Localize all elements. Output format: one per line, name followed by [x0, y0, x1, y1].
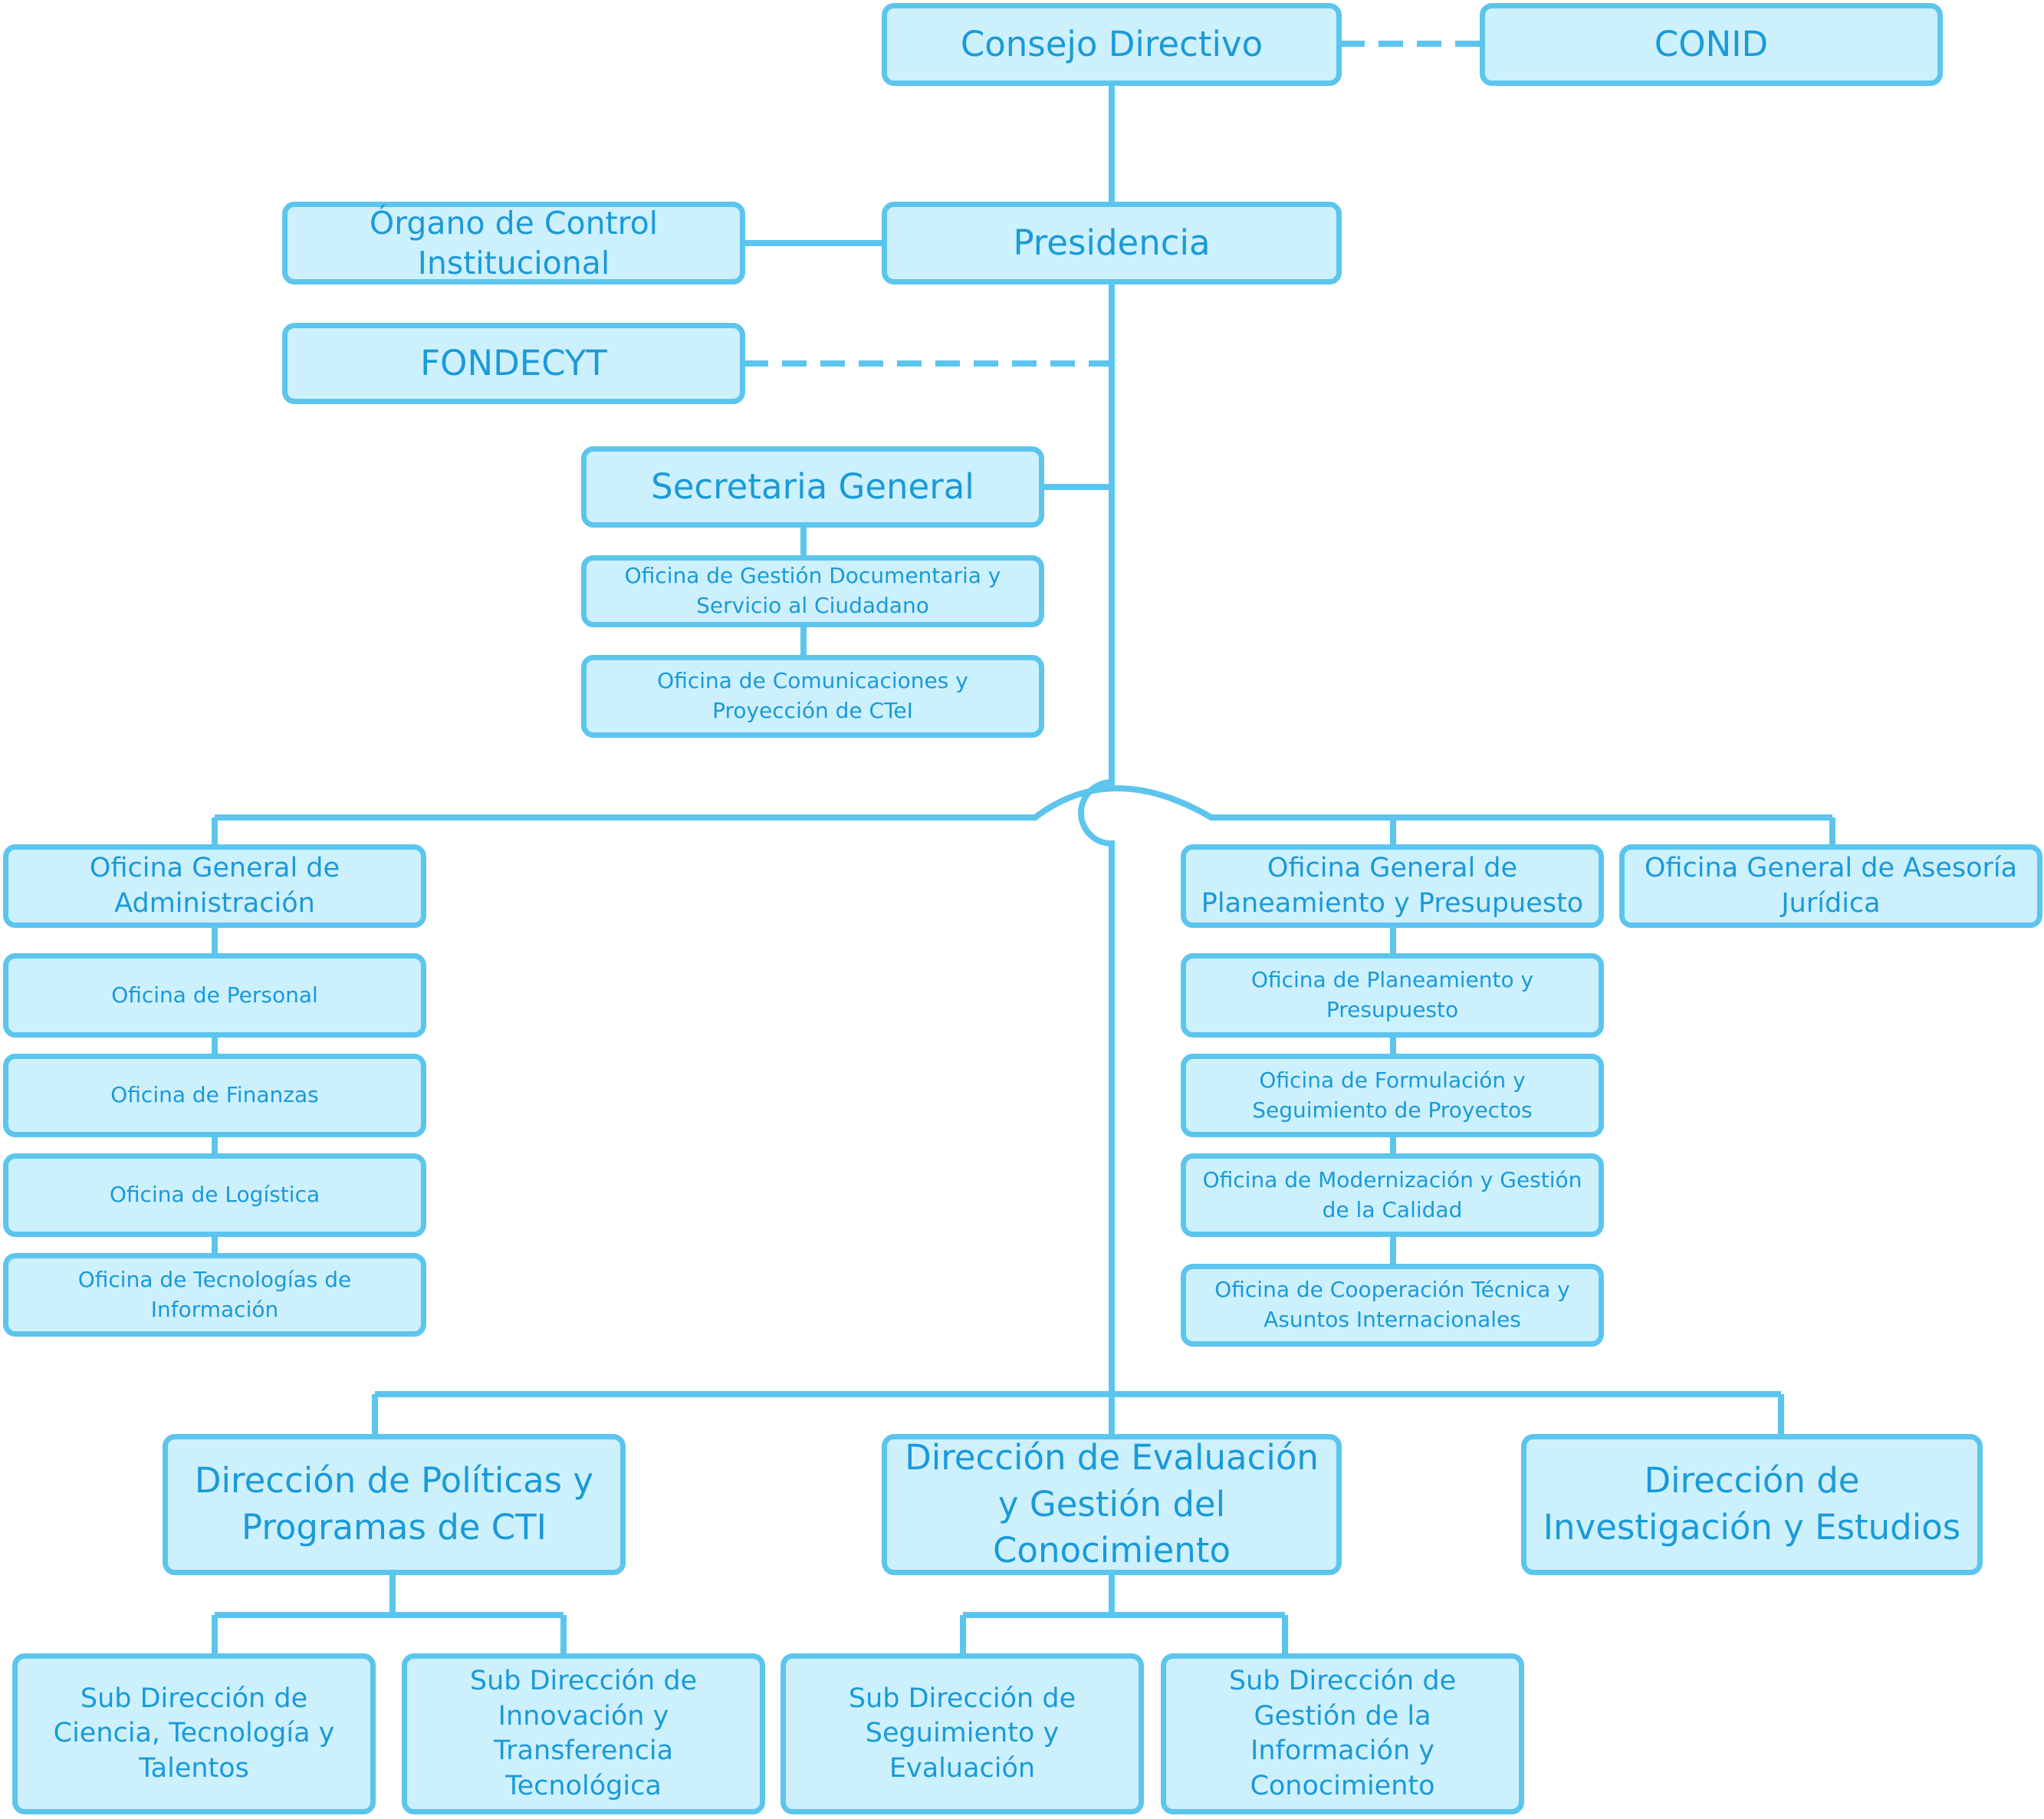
- box-og-administracion: Oficina General de Administración: [3, 844, 426, 928]
- bus-offices: [215, 785, 1832, 821]
- box-oficina-tecnologias: Oficina de Tecnologías de Información: [3, 1253, 426, 1337]
- box-og-planeamiento: Oficina General de Planeamiento y Presup…: [1181, 844, 1604, 928]
- box-sub-innovacion: Sub Dirección de Innovación y Transferen…: [402, 1653, 765, 1814]
- box-conid: CONID: [1480, 3, 1943, 86]
- box-dir-investigacion: Dirección de Investigación y Estudios: [1521, 1434, 1983, 1575]
- box-sub-informacion: Sub Dirección de Gestión de la Informaci…: [1161, 1653, 1524, 1814]
- box-oficina-modernizacion: Oficina de Modernización y Gestión de la…: [1181, 1153, 1604, 1237]
- box-og-asesoria-juridica: Oficina General de Asesoría Jurídica: [1619, 844, 2042, 928]
- box-oficina-formulacion: Oficina de Formulación y Seguimiento de …: [1181, 1054, 1604, 1137]
- box-sub-ciencia: Sub Dirección de Ciencia, Tecnología y T…: [12, 1653, 376, 1814]
- box-oficina-cooperacion: Oficina de Cooperación Técnica y Asuntos…: [1181, 1264, 1604, 1347]
- box-sub-seguimiento: Sub Dirección de Seguimiento y Evaluació…: [780, 1653, 1144, 1814]
- box-dir-politicas: Dirección de Políticas y Programas de CT…: [163, 1434, 626, 1575]
- box-comunicaciones: Oficina de Comunicaciones y Proyección d…: [581, 655, 1044, 738]
- trunk-main: [1078, 284, 1115, 1440]
- box-gestion-documentaria: Oficina de Gestión Documentaria y Servic…: [581, 555, 1044, 627]
- box-consejo-directivo: Consejo Directivo: [882, 3, 1342, 86]
- box-dir-evaluacion: Dirección de Evaluación y Gestión del Co…: [882, 1434, 1342, 1575]
- box-oficina-personal: Oficina de Personal: [3, 953, 426, 1038]
- box-oficina-planeamiento: Oficina de Planeamiento y Presupuesto: [1181, 953, 1604, 1038]
- box-oficina-finanzas: Oficina de Finanzas: [3, 1054, 426, 1137]
- box-organo-control: Órgano de Control Institucional: [282, 202, 745, 285]
- box-presidencia: Presidencia: [882, 202, 1342, 285]
- box-secretaria-general: Secretaria General: [581, 446, 1044, 528]
- box-oficina-logistica: Oficina de Logística: [3, 1153, 426, 1237]
- box-fondecyt: FONDECYT: [282, 323, 745, 404]
